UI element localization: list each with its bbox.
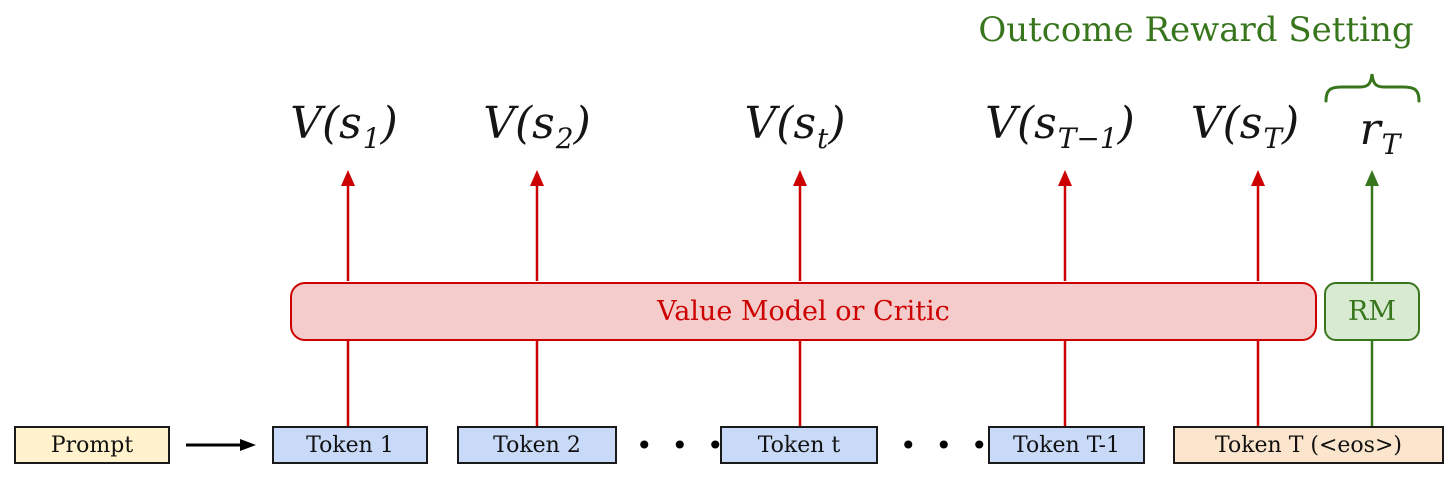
value-label-pre: V(s <box>483 98 555 149</box>
token-box-1: Token 1 <box>272 426 428 464</box>
value-model-box: Value Model or Critic <box>290 282 1317 341</box>
token-box-2: Token 2 <box>457 426 617 464</box>
ellipsis-dots: ••• <box>636 428 743 462</box>
token-label: Token 1 <box>306 432 394 458</box>
reward-label-pre: r <box>1359 104 1381 155</box>
token-box-T-eos: Token T (<eos>) <box>1173 426 1444 464</box>
reward-label-rT: rT <box>1359 104 1401 161</box>
value-label-pre: V(s <box>744 98 817 149</box>
reward-model-label: RM <box>1348 296 1396 327</box>
value-label-pre: V(s <box>985 98 1057 149</box>
value-label-sub: t <box>817 122 829 155</box>
value-label-sub: 1 <box>362 122 381 155</box>
token-box-t: Token t <box>720 426 878 464</box>
value-label-post: ) <box>573 98 591 149</box>
token-label: Token 2 <box>493 432 581 458</box>
value-label-s1: V(s1) <box>290 98 398 155</box>
value-label-sT-1: V(sT−1) <box>985 98 1135 155</box>
value-label-sub: T <box>1263 122 1283 155</box>
outcome-reward-setting-title: Outcome Reward Setting <box>978 10 1414 50</box>
token-label: Token T-1 <box>1013 432 1120 458</box>
value-label-post: ) <box>1117 98 1135 149</box>
overbrace-icon <box>1324 73 1421 103</box>
value-label-pre: V(s <box>290 98 362 149</box>
value-model-label: Value Model or Critic <box>657 296 950 327</box>
value-label-pre: V(s <box>1190 98 1263 149</box>
value-label-post: ) <box>828 98 846 149</box>
value-label-sub: T−1 <box>1057 122 1118 155</box>
value-label-s2: V(s2) <box>483 98 591 155</box>
token-label: Token T (<eos>) <box>1215 432 1402 458</box>
token-label: Token t <box>757 432 841 458</box>
prompt-box: Prompt <box>14 426 170 464</box>
prompt-label: Prompt <box>50 432 134 458</box>
value-label-post: ) <box>1282 98 1300 149</box>
ellipsis-dots: ••• <box>900 428 1007 462</box>
value-label-sT: V(sT) <box>1190 98 1300 155</box>
reward-model-box: RM <box>1324 282 1420 341</box>
value-label-sub: 2 <box>555 122 574 155</box>
value-label-post: ) <box>380 98 398 149</box>
reward-label-sub: T <box>1381 128 1401 161</box>
value-label-st: V(st) <box>744 98 846 155</box>
token-box-T-1: Token T-1 <box>988 426 1145 464</box>
